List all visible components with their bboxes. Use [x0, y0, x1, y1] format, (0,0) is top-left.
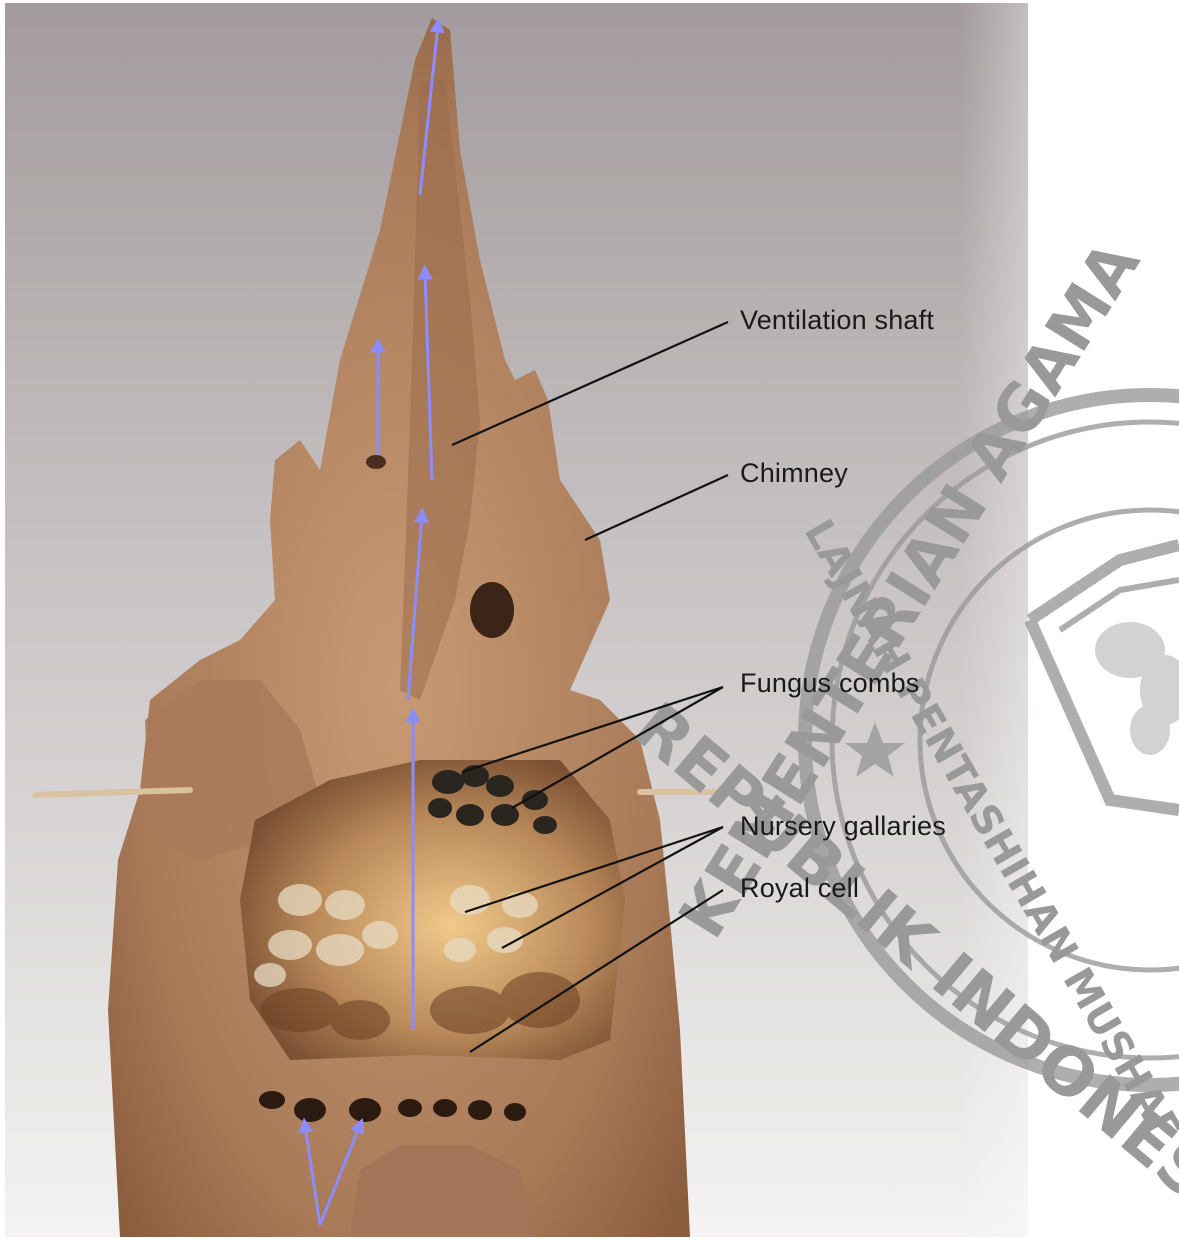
side-hole: [366, 455, 386, 469]
label-chimney: Chimney: [740, 458, 848, 489]
label-royal-cell: Royal cell: [740, 873, 859, 904]
chimney-opening: [470, 582, 514, 638]
label-ventilation-shaft: Ventilation shaft: [740, 305, 934, 336]
label-fungus-combs: Fungus combs: [740, 668, 919, 699]
label-nursery-galleries: Nursery gallaries: [740, 811, 946, 842]
